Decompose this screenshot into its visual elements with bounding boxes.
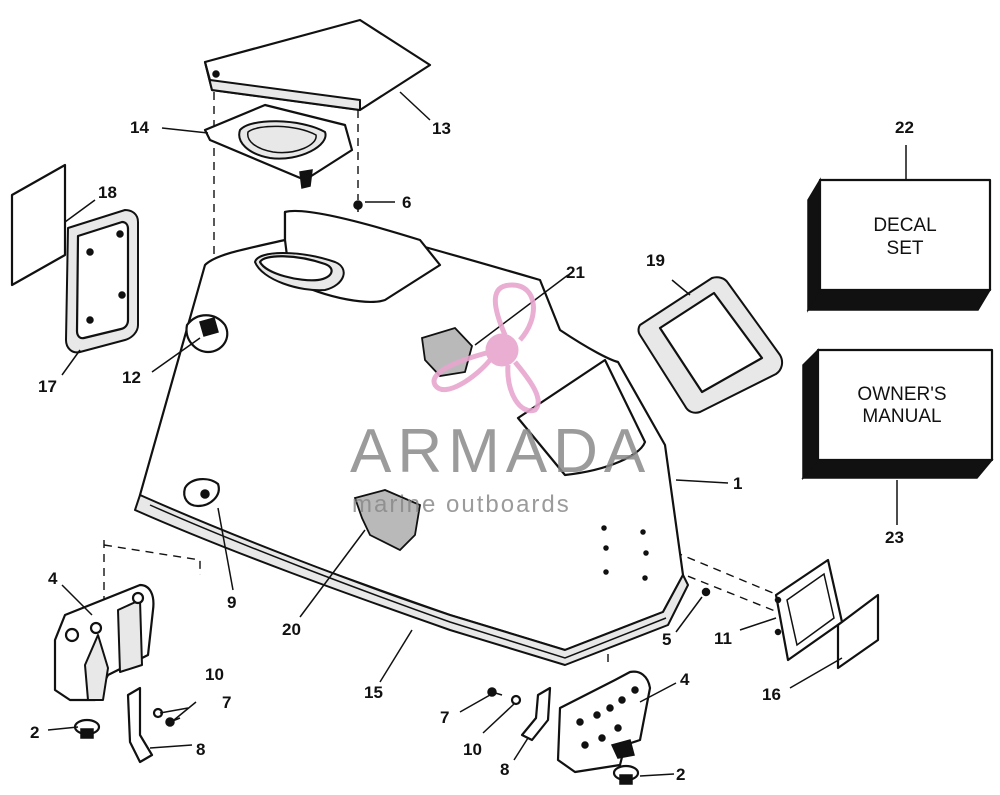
callout-6: 6: [402, 193, 411, 212]
part-4-bracket-right: [556, 670, 652, 774]
callout-10-right: 10: [463, 740, 482, 759]
callout-8-left: 8: [196, 740, 205, 759]
part-6-screw: [353, 200, 363, 212]
callout-13: 13: [432, 119, 451, 138]
part-17-frame: [65, 209, 139, 354]
callout-8-right: 8: [500, 760, 509, 779]
callout-19: 19: [646, 251, 665, 270]
leader-lines: [47, 91, 907, 777]
callout-17: 17: [38, 377, 57, 396]
callout-20: 20: [282, 620, 301, 639]
watermark-brand: ARMADA: [350, 417, 651, 486]
part-16-sheet: [836, 593, 880, 670]
part-8-strap-right: [520, 686, 552, 742]
decal-box-line1: DECAL: [873, 215, 936, 236]
callout-1: 1: [733, 474, 742, 493]
part-13-lid: [203, 18, 432, 112]
callout-22: 22: [895, 118, 914, 137]
callout-2-left: 2: [30, 723, 39, 742]
part-4-bracket-left: [53, 583, 155, 702]
callout-4-left: 4: [48, 569, 58, 588]
bracket-right-holes: [576, 686, 639, 749]
callout-21: 21: [566, 263, 585, 282]
part-20-decal: [353, 489, 422, 552]
part-8-strap-left: [126, 686, 154, 764]
manual-box-line2: MANUAL: [862, 406, 941, 427]
callout-11: 11: [714, 629, 732, 648]
propeller-icon: [431, 282, 541, 414]
callout-7-left: 7: [222, 693, 231, 712]
part-7-bolt-left: [165, 717, 181, 727]
watermark: ARMADA marine outboards: [350, 282, 651, 518]
callout-5: 5: [662, 630, 671, 649]
callout-9: 9: [227, 593, 236, 612]
manual-box-line1: OWNER'S: [857, 384, 946, 405]
callout-10-left: 10: [205, 665, 224, 684]
part-1-cowl: [134, 209, 689, 666]
decal-box-line2: SET: [887, 238, 924, 259]
watermark-tagline: marine outboards: [352, 491, 571, 518]
callout-15: 15: [364, 683, 383, 702]
callout-2-right: 2: [676, 765, 685, 784]
callout-4-right: 4: [680, 670, 690, 689]
part-14-handle: [203, 103, 354, 189]
part-7-bolt-right: [487, 687, 503, 697]
part-11-plate: [774, 558, 844, 662]
part-18-gasket: [10, 163, 67, 287]
part-23-owners-manual-box: OWNER'S MANUAL: [801, 348, 994, 481]
part-2-mount-left: [73, 718, 101, 739]
callout-18: 18: [98, 183, 117, 202]
part-5-screw: [701, 587, 711, 597]
callout-23: 23: [885, 528, 904, 547]
part-22-decal-set-box: DECAL SET: [806, 177, 992, 313]
callout-16: 16: [762, 685, 781, 704]
part-10-washer-right: [510, 694, 522, 706]
callout-14: 14: [130, 118, 149, 137]
part-19-window-frame: [637, 276, 784, 414]
cowl-holes: [601, 525, 649, 581]
callout-7-right: 7: [440, 708, 449, 727]
part-2-mount-right: [612, 764, 640, 785]
callout-numbers: 13 14 6 18 17 12 21 19 22 23 1 9 20 15 5…: [30, 118, 914, 784]
callout-12: 12: [122, 368, 141, 387]
